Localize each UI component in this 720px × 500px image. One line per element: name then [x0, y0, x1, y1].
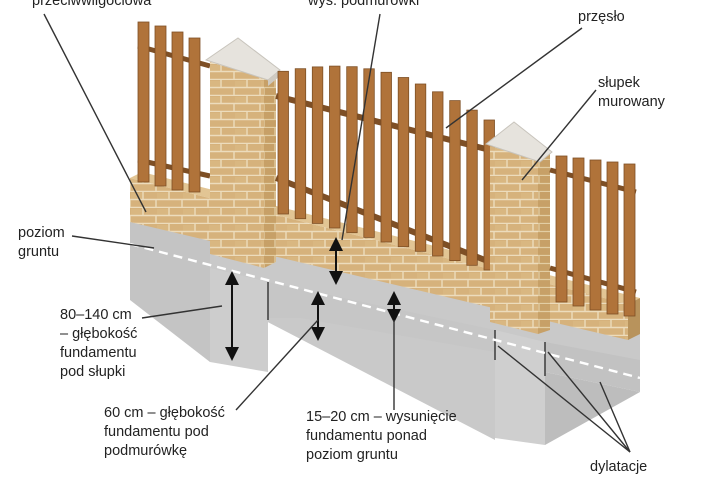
fence-picket — [346, 66, 358, 234]
label-ground-level: poziom gruntu — [18, 225, 65, 260]
label-brick-pillar: słupek murowany — [598, 75, 665, 110]
label-underwall-foundation-depth: 60 cm – głębokość fundamentu pod podmuró… — [104, 405, 225, 459]
fence-panel-right — [549, 155, 637, 317]
foundation-footing-right — [495, 330, 545, 445]
label-dilatations: dylatacje — [590, 459, 648, 475]
fence-picket — [449, 100, 461, 261]
dimension-arrows — [225, 237, 401, 361]
fence-picket — [397, 77, 410, 248]
fence-picket — [466, 109, 478, 266]
ground-level-line — [129, 242, 641, 380]
pillar-cap-right — [484, 121, 553, 163]
fence-picket — [329, 65, 341, 229]
label-pillar-foundation-depth: 80–140 cm – głębokość fundamentu pod słu… — [60, 307, 138, 380]
fence-picket — [363, 68, 375, 238]
foundation-footing-left — [210, 268, 268, 372]
fence-panel-middle — [274, 65, 495, 271]
brick-pillar-right — [484, 121, 553, 334]
fence-picket — [432, 91, 444, 257]
fence-picket — [311, 66, 324, 224]
leader-lines — [43, 13, 631, 453]
fence-picket — [294, 68, 307, 220]
fence-picket — [277, 70, 289, 215]
label-foundation-protrusion: 15–20 cm – wysunięcie fundamentu ponad p… — [306, 409, 457, 463]
fence-picket — [380, 71, 392, 243]
label-fence-span: przęsło — [578, 9, 625, 25]
label-moisture-insulation: przeciwwilgociowa — [32, 0, 152, 9]
label-underwall-height: wys. podmurówki — [308, 0, 420, 9]
brick-pillar-left — [204, 37, 281, 268]
fence-panel-left — [137, 21, 211, 193]
fence-picket — [414, 83, 427, 252]
